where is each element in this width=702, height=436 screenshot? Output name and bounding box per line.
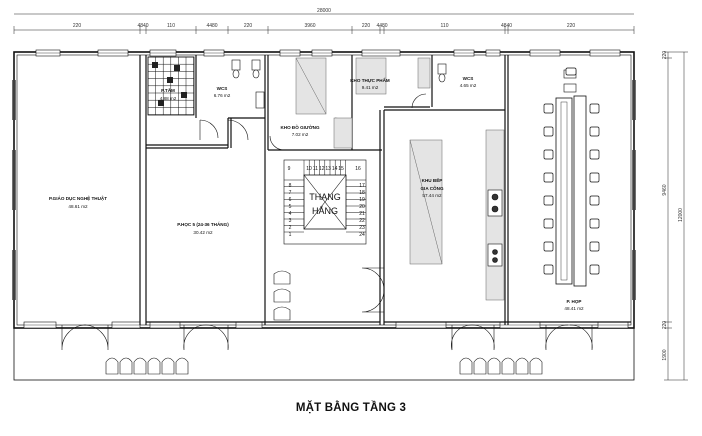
stair-step-1: 1 (289, 232, 292, 238)
right-dim-2: 9460 (662, 184, 668, 195)
stair-step-12: 12 (319, 166, 325, 172)
top-dimension-line (13, 13, 635, 34)
kitchen-name-line2: GIA CÔNG (420, 184, 443, 191)
top-dim-11: 220 (567, 23, 576, 29)
drawing-title: MẶT BẰNG TẦNG 3 (295, 402, 407, 414)
stair-step-6: 6 (289, 197, 292, 203)
right-total-dim: 12000 (678, 208, 684, 222)
meeting-table (543, 67, 600, 287)
stair-step-8: 8 (289, 183, 292, 189)
stair-step-17: 17 (359, 183, 365, 189)
stair-step-2: 2 (289, 225, 292, 231)
stair-step-16: 16 (355, 166, 361, 172)
stair-step-14: 14 (332, 166, 338, 172)
top-dim-3: 110 (167, 23, 175, 29)
top-dim-2: 4840 (137, 23, 148, 29)
wc1-name: WCS (217, 86, 228, 91)
interior-walls (139, 55, 631, 325)
top-dim-4: 4480 (206, 23, 217, 29)
stair-block (283, 159, 367, 245)
bottom-doors (61, 119, 593, 351)
kitchen-name-line1: KHU BẾP (422, 177, 443, 183)
stair-step-23: 23 (359, 225, 365, 231)
wc1-area: 6.76 m2 (214, 93, 231, 98)
classroom-area: 30.42 m2 (193, 230, 213, 235)
top-dim-7: 220 (362, 23, 371, 29)
stair-step-19: 19 (359, 197, 365, 203)
stair-label-line1: THANG (309, 192, 341, 202)
meeting-room-name: P. HỌP (567, 299, 582, 304)
stair-label-line2: HẮNG (312, 206, 338, 216)
shower-area: 4.88 m2 (160, 96, 177, 101)
food-store-area: 9.41 m2 (362, 85, 379, 90)
side-windows (12, 80, 636, 300)
art-room-area: 48.61 m2 (68, 204, 88, 209)
bottom-windows (23, 321, 629, 329)
shower-name: P.TẮM (161, 86, 175, 93)
right-dim-3: 220 (662, 321, 668, 330)
top-dim-5: 220 (244, 23, 253, 29)
top-dim-1: 220 (73, 23, 82, 29)
stair-step-9: 9 (288, 166, 291, 172)
top-dim-9: 110 (441, 23, 449, 29)
top-windows (35, 49, 621, 57)
total-width-dimension: 28000 (317, 8, 331, 14)
right-dim-1: 220 (662, 51, 668, 60)
food-store-name: KHO THỰC PHẨM (350, 77, 390, 83)
stair-step-3: 3 (289, 218, 292, 224)
top-dim-8: 4480 (376, 23, 387, 29)
stair-step-10: 10 (306, 166, 312, 172)
stair-step-15: 15 (338, 166, 344, 172)
top-dim-6: 3960 (304, 23, 315, 29)
classroom-name: P.HỌC 5 (24-36 THÁNG) (177, 221, 229, 227)
bedding-store-area: 7.02 m2 (292, 132, 309, 137)
stair-step-7: 7 (289, 190, 292, 196)
balcony-seats (105, 357, 543, 375)
kitchen-equipment (487, 189, 503, 267)
corridor-seats (273, 270, 291, 321)
stair-step-5: 5 (289, 204, 292, 210)
bedding-store-name: KHO ĐỒ GIƯỜNG (280, 123, 320, 130)
shower-tile-grid (147, 56, 195, 116)
stair-step-21: 21 (359, 211, 365, 217)
wc2-name: WCS (463, 76, 474, 81)
top-dim-10: 4840 (501, 23, 512, 29)
art-room-name: P.GIÁO DỤC NGHỆ THUẬT (49, 194, 107, 201)
kitchen-area: 57.44 m2 (422, 193, 442, 198)
meeting-room-area: 48.41 m2 (564, 306, 584, 311)
stair-step-18: 18 (359, 190, 365, 196)
wc2-area: 4.65 m2 (460, 83, 477, 88)
stair-step-13: 13 (325, 166, 331, 172)
stair-step-11: 11 (313, 166, 318, 172)
right-dimension-line (664, 51, 688, 381)
stair-step-22: 22 (359, 218, 365, 224)
stair-step-24: 24 (359, 232, 365, 238)
right-dim-4: 1900 (662, 349, 668, 360)
stair-step-4: 4 (289, 211, 292, 217)
stair-step-20: 20 (359, 204, 365, 210)
